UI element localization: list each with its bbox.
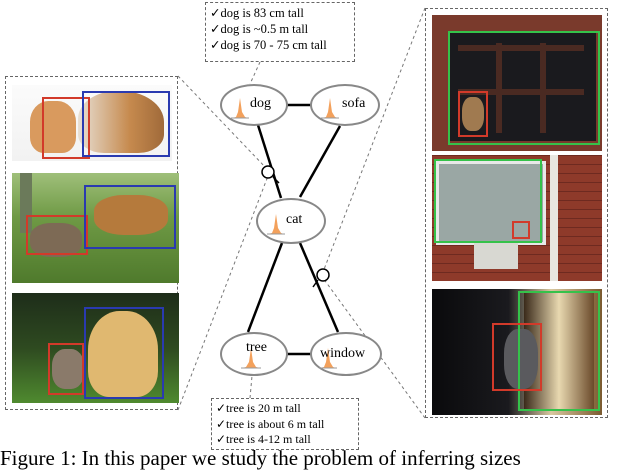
cat-bounding-box — [42, 97, 90, 159]
edge-dog-cat — [256, 124, 283, 199]
edge-sofa-cat — [298, 125, 342, 198]
dog-fur-shape — [78, 91, 164, 153]
tree-fact-1: ✓tree is 20 m tall — [216, 401, 301, 415]
node-sofa: sofa — [310, 84, 380, 126]
fence-post-shape — [20, 173, 32, 233]
photo-cat-at-window-dark — [432, 289, 602, 415]
node-label-cat: cat — [286, 212, 303, 227]
drainpipe-shape — [550, 155, 558, 281]
dog-bounding-box — [82, 91, 170, 157]
cat-fur-shape — [30, 101, 76, 153]
dog-fact-pointer — [249, 61, 261, 85]
window-pane-shape — [436, 161, 546, 245]
size-distribution-icon — [267, 214, 285, 235]
puppy-bounding-box — [84, 307, 164, 399]
window-bounding-box — [434, 159, 542, 243]
window-bounding-box — [518, 291, 600, 411]
tree-fact-pointer — [249, 375, 253, 399]
size-distribution-icon — [231, 98, 249, 119]
size-distribution-icon — [319, 348, 337, 369]
left-zoom-line-top — [177, 75, 269, 171]
node-label-dog: dog — [250, 96, 271, 111]
photo-dog-cat-grass — [12, 173, 179, 283]
dog-bounding-box — [84, 185, 176, 249]
cat-shape — [504, 329, 538, 389]
kitten-bounding-box — [48, 343, 84, 395]
cat-bounding-box — [492, 323, 542, 391]
cat-bounding-box — [26, 215, 88, 255]
tree-facts-box: ✓tree is 20 m tall ✓tree is about 6 m ta… — [211, 398, 359, 450]
right-image-panel — [425, 8, 608, 418]
magnifier-handle-dog-cat — [272, 176, 280, 184]
kitten-shape — [52, 349, 84, 389]
cat-shape — [30, 223, 82, 257]
photo-dog-cat-white — [12, 85, 172, 161]
magnifier-dog-cat — [261, 165, 275, 179]
photo-puppy-kitten — [12, 293, 179, 403]
edge-cat-tree — [246, 242, 284, 333]
node-tree: tree — [220, 332, 288, 376]
dog-fact-1: ✓dog is 83 cm tall — [210, 6, 304, 20]
dog-facts-box: ✓dog is 83 cm tall ✓dog is ~0.5 m tall ✓… — [205, 2, 355, 62]
edge-cat-window — [298, 242, 340, 333]
photo-cat-in-window — [432, 15, 602, 151]
dog-shape — [94, 195, 168, 235]
tree-fact-2: ✓tree is about 6 m tall — [216, 416, 325, 431]
magnifier-handle-cat-window — [312, 279, 319, 288]
size-distribution-icon — [321, 98, 339, 119]
magnifier-cat-window — [316, 268, 330, 282]
node-cat: cat — [256, 198, 326, 244]
node-label-sofa: sofa — [342, 96, 366, 111]
node-dog: dog — [220, 84, 288, 126]
node-label-tree: tree — [246, 340, 267, 355]
size-distribution-icon — [241, 348, 261, 369]
node-window: window — [310, 332, 382, 376]
figure-caption: Figure 1: In this paper we study the pro… — [0, 446, 521, 470]
node-label-window: window — [320, 346, 366, 361]
photo-cat-on-ledge — [432, 155, 602, 281]
tree-fact-3: ✓tree is 4-12 m tall — [216, 432, 311, 446]
puppy-shape — [88, 311, 158, 397]
right-zoom-line-top — [322, 7, 426, 273]
dog-fact-2: ✓dog is ~0.5 m tall — [210, 22, 309, 36]
air-conditioner-shape — [474, 241, 518, 269]
left-image-panel — [5, 76, 179, 410]
cat-bounding-box — [458, 91, 488, 137]
window-bounding-box — [448, 31, 600, 145]
cat-shape — [462, 97, 484, 131]
dog-fact-3: ✓dog is 70 - 75 cm tall — [210, 38, 327, 52]
cat-bounding-box — [512, 221, 530, 239]
